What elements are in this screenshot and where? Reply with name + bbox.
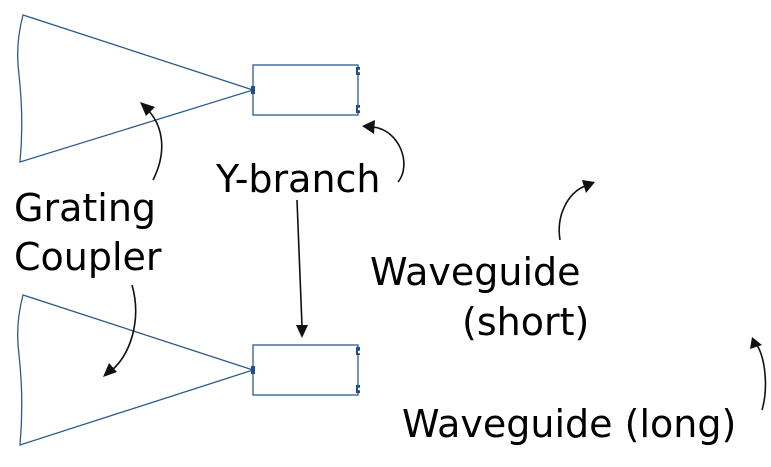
y-branch-label: Y-branch: [215, 157, 381, 201]
grating-coupler-top: [17, 14, 256, 163]
y-branch-top: [251, 64, 360, 116]
arrow-waveguide-short: [558, 180, 595, 241]
waveguide-short-label-line2: (short): [462, 300, 589, 344]
arrow-ybranch-to-bottom-ybranch: [296, 199, 308, 338]
waveguide-short: [358, 107, 608, 354]
arrow-coupler-to-bottom-coupler: [103, 284, 137, 377]
waveguide-short-label-line1: Waveguide: [370, 250, 581, 294]
arrow-grating-to-top-coupler: [140, 102, 163, 181]
grating-coupler-bottom: [17, 294, 256, 446]
grating-coupler-label-line1: Grating: [14, 186, 156, 230]
waveguide-long: [358, 69, 750, 391]
waveguide-long-label: Waveguide (long): [402, 402, 736, 446]
arrow-waveguide-long: [750, 337, 767, 411]
grating-coupler-label-line2: Coupler: [14, 235, 162, 279]
y-branch-bottom: [251, 344, 360, 396]
arrow-ybranch-to-top-ybranch: [362, 120, 405, 183]
